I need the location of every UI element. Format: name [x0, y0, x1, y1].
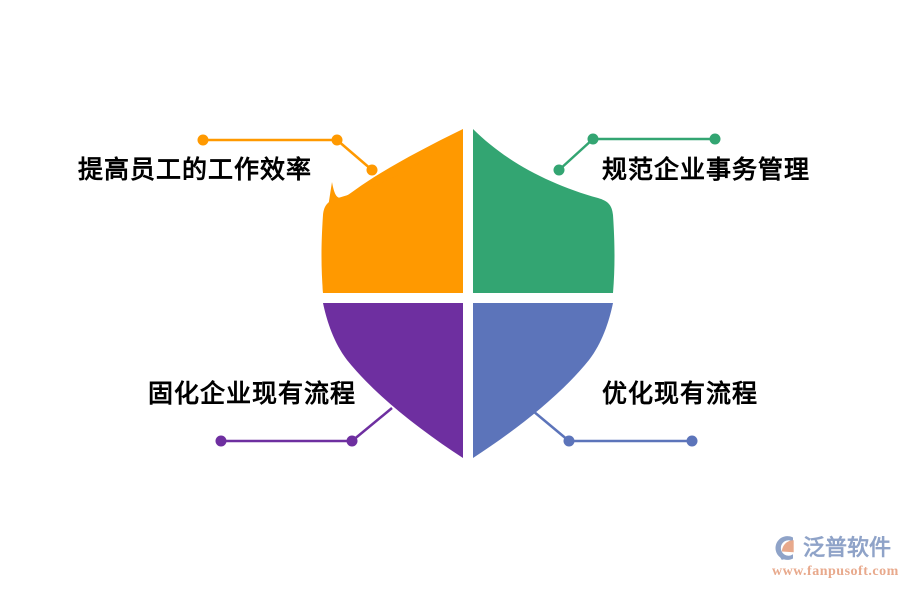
- connector-dot-outer-bottom-right: [686, 435, 698, 447]
- connector-line-diagonal-top-left: [336, 139, 373, 171]
- connector-dot-outer-top-right: [709, 133, 721, 145]
- connector-dot-mid-top-right: [587, 133, 599, 145]
- connector-top-left: [197, 134, 378, 176]
- connector-dot-mid-top-left: [331, 134, 343, 146]
- connector-dot-mid-bottom-right: [563, 435, 575, 447]
- connector-line-diagonal-bottom-left: [351, 407, 393, 442]
- connector-dot-inner-top-right: [553, 164, 565, 176]
- quadrant-label-bottom-left: 固化企业现有流程: [148, 380, 357, 408]
- connector-dot-mid-bottom-left: [346, 435, 358, 447]
- fanpusoft-logo-icon: [775, 536, 794, 560]
- connector-bottom-right: [532, 410, 698, 447]
- shield-quadrant-top-right[interactable]: [473, 129, 615, 293]
- connector-top-right: [553, 133, 721, 176]
- quadrant-label-bottom-right: 优化现有流程: [602, 380, 759, 408]
- shield-quadrant-bottom-right[interactable]: [473, 303, 613, 458]
- shield-quadrant-bottom-left[interactable]: [323, 303, 463, 458]
- brand-name: 泛普软件: [803, 535, 892, 560]
- quadrant-label-top-left: 提高员工的工作效率: [78, 156, 313, 184]
- brand-row: 泛普软件: [772, 533, 892, 563]
- connector-dot-outer-bottom-left: [215, 435, 227, 447]
- quadrant-label-top-right: 规范企业事务管理: [602, 156, 811, 184]
- brand-url: www.fanpusoft.com: [772, 564, 899, 579]
- connector-bottom-left: [215, 407, 393, 447]
- connector-dot-inner-top-left: [366, 164, 378, 176]
- connector-line-diagonal-top-right: [558, 138, 594, 171]
- connector-dot-outer-top-left: [197, 134, 209, 146]
- connector-line-diagonal-bottom-right: [532, 410, 570, 442]
- brand-watermark: 泛普软件 www.fanpusoft.com: [772, 533, 899, 583]
- shield-quadrant-top-left-fill: [321, 129, 463, 293]
